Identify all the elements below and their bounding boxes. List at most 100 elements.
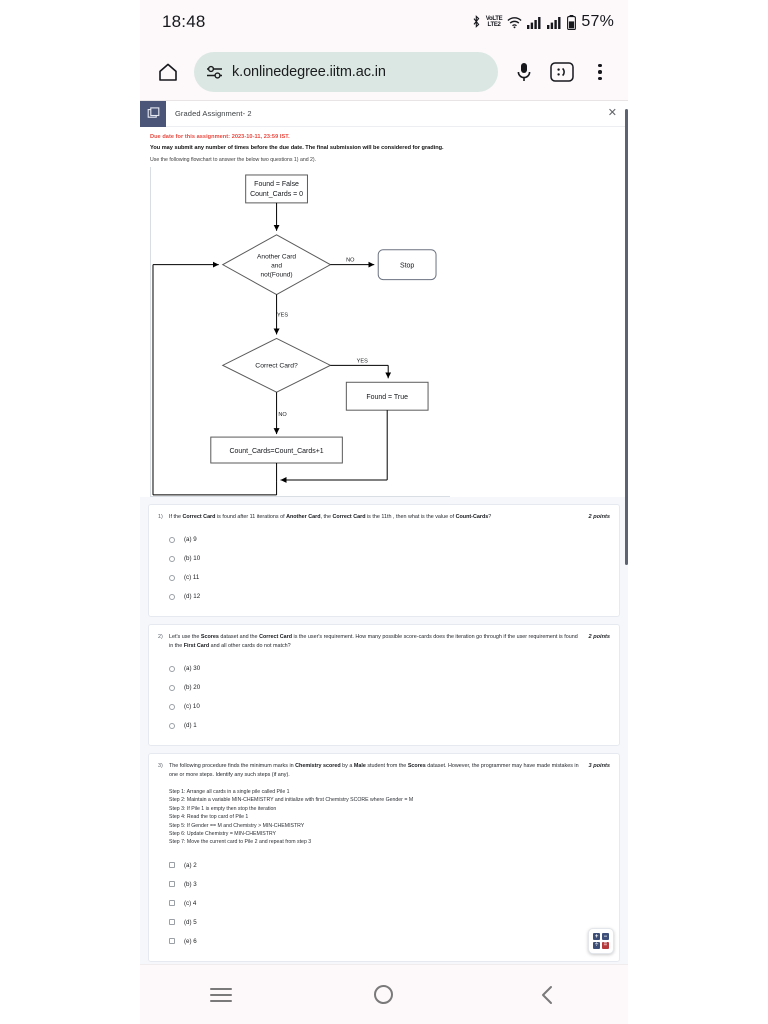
- question-3-number: 3): [158, 762, 163, 769]
- question-1-points: 2 points: [588, 513, 610, 520]
- url-text: k.onlinedegree.iitm.ac.in: [232, 64, 386, 80]
- home-icon[interactable]: [156, 60, 180, 84]
- flowchart-svg: Found = False Count_Cards = 0 Another Ca…: [152, 174, 437, 496]
- checkbox-input[interactable]: [169, 919, 175, 926]
- calculator-widget[interactable]: + − ÷ =: [588, 928, 614, 954]
- svg-text:and: and: [271, 263, 282, 270]
- calc-cell-plus[interactable]: +: [593, 933, 601, 941]
- question-3-option-2[interactable]: (c) 4: [158, 894, 610, 913]
- question-3-option-1[interactable]: (b) 3: [158, 875, 610, 894]
- svg-text:Count_Cards=Count_Cards+1: Count_Cards=Count_Cards+1: [230, 448, 324, 455]
- question-2-options: (a) 30 (b) 20 (c) 10 (d) 1: [158, 659, 610, 735]
- option-label: (d) 12: [184, 593, 201, 601]
- question-3-head: 3) The following procedure finds the min…: [158, 762, 610, 779]
- checkbox-input[interactable]: [169, 900, 175, 907]
- question-3-option-0[interactable]: (a) 2: [158, 856, 610, 875]
- procedure-step-4: Step 4: Read the top card of Pile 1: [169, 814, 249, 821]
- checkbox-input[interactable]: [169, 881, 175, 888]
- battery-icon: [567, 14, 577, 30]
- option-label: (b) 20: [184, 684, 201, 692]
- radio-input[interactable]: [169, 684, 175, 691]
- battery-percent: 57%: [581, 13, 614, 30]
- calc-cell-equals[interactable]: =: [601, 941, 609, 949]
- question-3-option-3[interactable]: (d) 5: [158, 913, 610, 932]
- svg-text:Count_Cards = 0: Count_Cards = 0: [250, 191, 303, 198]
- phone-viewport: 18:48 VoLTE LTE2: [140, 0, 628, 1024]
- question-1-option-3[interactable]: (d) 12: [158, 587, 610, 606]
- question-1-option-0[interactable]: (a) 9: [158, 530, 610, 549]
- site-settings-icon[interactable]: [206, 64, 223, 81]
- browser-toolbar: k.onlinedegree.iitm.ac.in: [140, 44, 628, 100]
- page-viewport: Graded Assignment- 2 ✕ Due date for this…: [140, 100, 628, 964]
- svg-text:Another Card: Another Card: [257, 254, 296, 261]
- calc-cell-divide[interactable]: ÷: [593, 941, 601, 949]
- question-3-option-4[interactable]: (e) 6: [158, 932, 610, 951]
- status-time: 18:48: [162, 12, 206, 31]
- emoji-icon[interactable]: [550, 60, 574, 84]
- question-2-text: Let's use the Scores dataset and the Cor…: [169, 634, 578, 649]
- page-scrollbar[interactable]: [625, 109, 628, 565]
- back-icon[interactable]: [521, 978, 573, 1012]
- svg-text:not(Found): not(Found): [261, 272, 293, 279]
- svg-text:YES: YES: [277, 312, 288, 318]
- option-label: (c) 10: [184, 703, 200, 711]
- checkbox-input[interactable]: [169, 862, 175, 869]
- svg-text:Correct Card?: Correct Card?: [255, 362, 298, 369]
- due-date-notice: Due date for this assignment: 2023-10-11…: [150, 134, 290, 140]
- close-icon[interactable]: ✕: [607, 107, 617, 119]
- option-label: (d) 5: [184, 918, 197, 926]
- assignment-content: Due date for this assignment: 2023-10-11…: [140, 127, 628, 964]
- question-card-3: 3) The following procedure finds the min…: [148, 753, 620, 962]
- calc-cell-minus[interactable]: −: [601, 933, 609, 941]
- radio-input[interactable]: [169, 722, 175, 729]
- svg-text:YES: YES: [357, 358, 368, 364]
- recents-icon[interactable]: [195, 978, 247, 1012]
- svg-text:NO: NO: [278, 412, 287, 418]
- assignment-header: Graded Assignment- 2 ✕: [140, 101, 628, 127]
- bluetooth-icon: [473, 15, 480, 28]
- radio-input[interactable]: [169, 574, 175, 581]
- option-label: (b) 10: [184, 555, 201, 563]
- procedure-step-3: Step 3: If Pile 1 is empty then stop the…: [169, 805, 277, 812]
- question-1-option-1[interactable]: (b) 10: [158, 549, 610, 568]
- option-label: (a) 9: [184, 536, 197, 544]
- question-1-option-2[interactable]: (c) 11: [158, 568, 610, 587]
- radio-input[interactable]: [169, 665, 175, 672]
- radio-input[interactable]: [169, 593, 175, 600]
- assignment-title: Graded Assignment- 2: [175, 109, 252, 118]
- status-icons: VoLTE LTE2: [472, 13, 614, 31]
- procedure-step-7: Step 7: Move the current card to Pile 2 …: [169, 839, 312, 846]
- question-2-head: 2) Let's use the Scores dataset and the …: [158, 633, 610, 650]
- home-button-icon[interactable]: [358, 978, 410, 1012]
- procedure-step-1: Step 1: Arrange all cards in a single pi…: [169, 788, 290, 795]
- option-label: (e) 6: [184, 937, 197, 945]
- signal-icon-1: [527, 16, 541, 29]
- svg-text:Found = True: Found = True: [366, 394, 408, 401]
- radio-input[interactable]: [169, 703, 175, 710]
- question-3-options: (a) 2 (b) 3 (c) 4 (d) 5 (e) 6: [158, 856, 610, 951]
- url-bar[interactable]: k.onlinedegree.iitm.ac.in: [194, 52, 498, 92]
- checkbox-input[interactable]: [169, 938, 175, 945]
- question-2-points: 2 points: [588, 633, 610, 640]
- question-3-text: The following procedure finds the minimu…: [169, 763, 579, 778]
- volte-icon: VoLTE LTE2: [485, 16, 503, 28]
- submission-notice: You may submit any number of times befor…: [150, 145, 444, 151]
- overflow-menu-icon[interactable]: [588, 60, 612, 84]
- microphone-icon[interactable]: [512, 60, 536, 84]
- question-2-option-3[interactable]: (d) 1: [158, 716, 610, 735]
- question-2-option-1[interactable]: (b) 20: [158, 678, 610, 697]
- flowchart-region: Found = False Count_Cards = 0 Another Ca…: [140, 167, 628, 497]
- android-nav-bar: [140, 964, 628, 1024]
- question-2-option-0[interactable]: (a) 30: [158, 659, 610, 678]
- radio-input[interactable]: [169, 536, 175, 543]
- flowchart-notice: Use the following flowchart to answer th…: [150, 157, 317, 163]
- question-2-option-2[interactable]: (c) 10: [158, 697, 610, 716]
- option-label: (a) 2: [184, 861, 197, 869]
- assignment-notices: Due date for this assignment: 2023-10-11…: [140, 127, 628, 167]
- question-3-points: 3 points: [588, 762, 610, 769]
- radio-input[interactable]: [169, 555, 175, 562]
- svg-text:Found = False: Found = False: [254, 181, 299, 188]
- option-label: (c) 4: [184, 899, 197, 907]
- status-bar: 18:48 VoLTE LTE2: [140, 0, 628, 44]
